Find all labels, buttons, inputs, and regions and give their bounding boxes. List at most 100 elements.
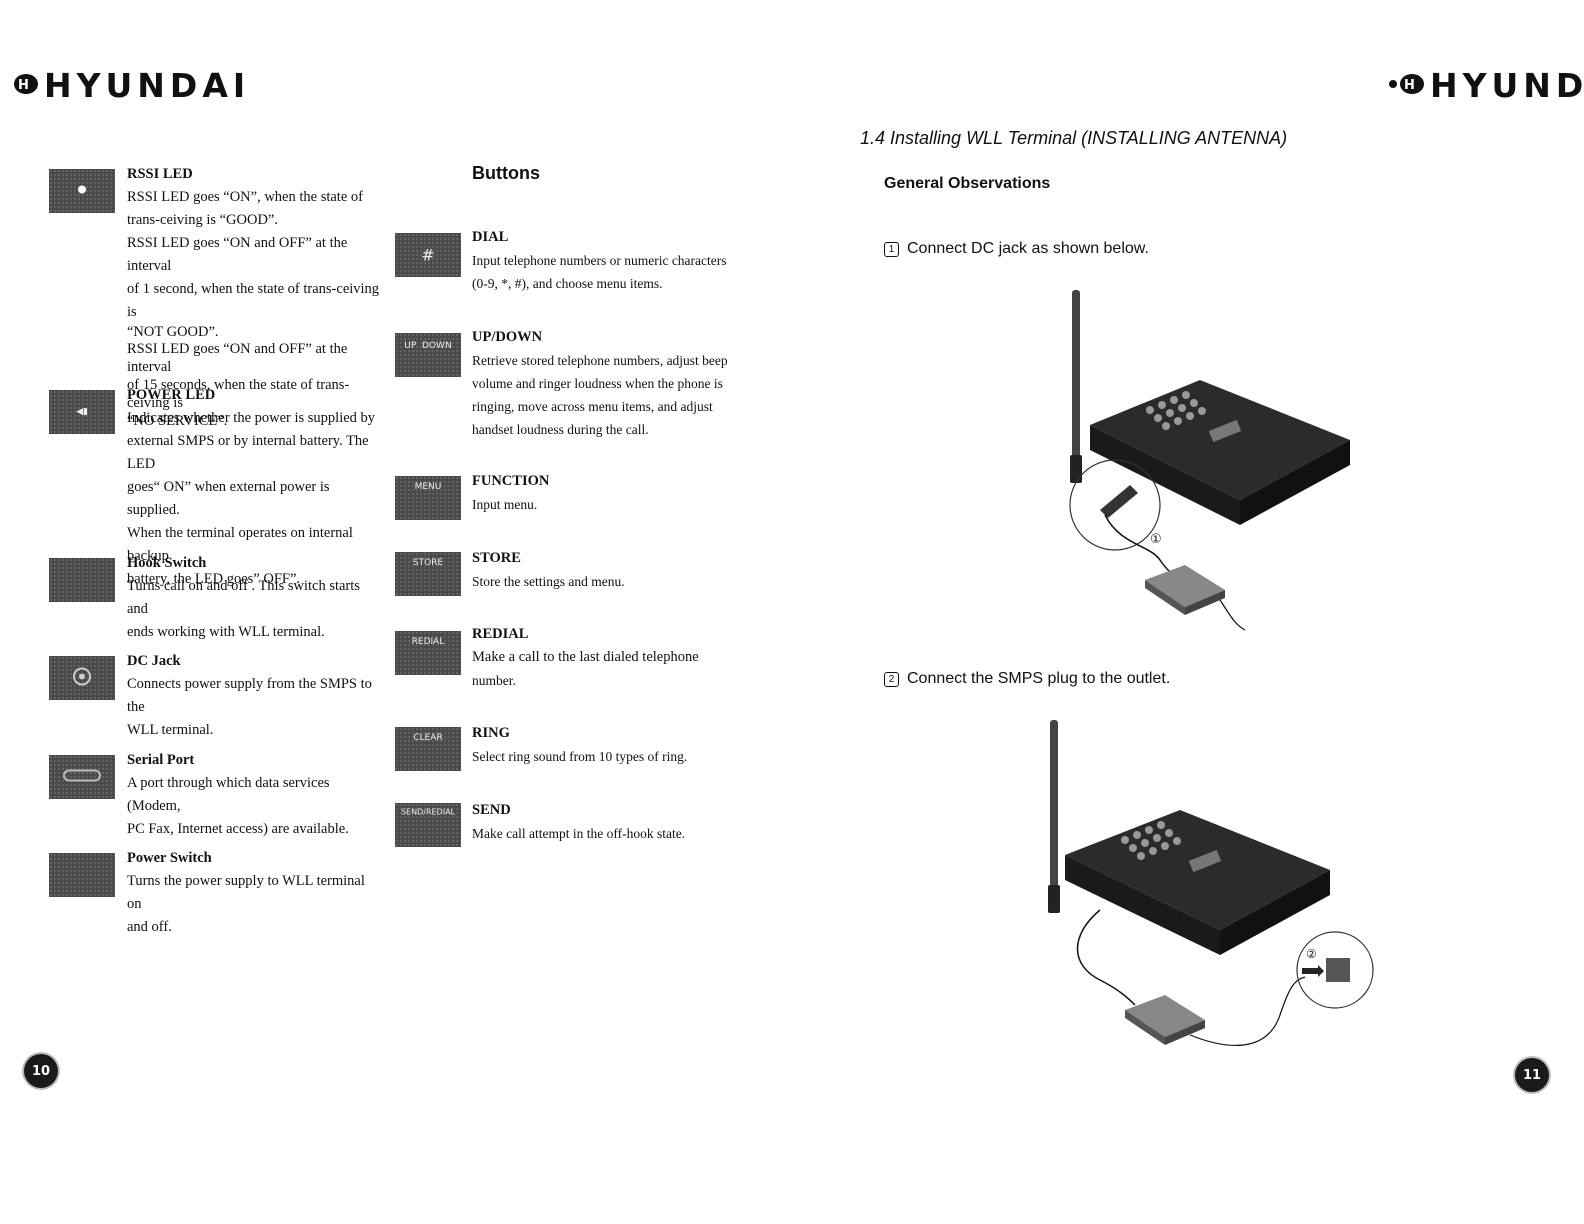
- function-button-thumbnail: MENU: [395, 476, 461, 520]
- redial-key-icon: REDIAL: [411, 637, 445, 647]
- desc-line: Store the settings and menu.: [472, 574, 625, 589]
- item-title: RING: [472, 725, 510, 741]
- desc-line: Input telephone numbers or numeric chara…: [472, 253, 727, 268]
- led-dot-icon: [77, 185, 87, 198]
- dc-jack-connection-illustration: ①: [1069, 290, 1350, 631]
- item-title: SEND: [472, 802, 511, 818]
- menu-key-icon: MENU: [414, 482, 442, 492]
- power-switch-thumbnail: [49, 853, 115, 897]
- desc-line: RSSI LED goes “ON”, when the state of: [127, 189, 363, 205]
- desc-line: handset loudness during the call.: [472, 422, 649, 437]
- svg-text:H: H: [18, 78, 34, 93]
- desc-line: ends working with WLL terminal.: [127, 624, 325, 640]
- dc-jack-description: DC Jack Connects power supply from the S…: [127, 650, 382, 742]
- item-title: Serial Port: [127, 752, 195, 768]
- hyundai-logo-right: H HYUNDA: [1388, 66, 1584, 105]
- item-title: STORE: [472, 550, 521, 566]
- hyundai-emblem-icon: H: [12, 66, 40, 105]
- function-description: FUNCTION Input menu.: [472, 470, 732, 516]
- power-led-description: POWER LED Indicates whether the power is…: [127, 384, 382, 591]
- up-down-button-thumbnail: UP DOWN: [395, 333, 461, 377]
- desc-line: RSSI LED goes “ON and OFF” at the interv…: [127, 341, 348, 375]
- up-down-description: UP/DOWN Retrieve stored telephone number…: [472, 326, 732, 441]
- power-led-thumbnail: ◀▮: [49, 390, 115, 434]
- desc-line: Make a call to the last dialed telephone: [472, 649, 699, 665]
- ring-description: RING Select ring sound from 10 types of …: [472, 722, 732, 768]
- general-observations-heading: General Observations: [884, 175, 1051, 192]
- up-down-keys-icon: UP DOWN: [404, 341, 452, 352]
- desc-line: Input menu.: [472, 497, 538, 512]
- desc-line: trans-ceiving is “GOOD”.: [127, 212, 278, 228]
- desc-line: Connects power supply from the SMPS to t…: [127, 676, 372, 715]
- step-2: 2 Connect the SMPS plug to the outlet.: [884, 670, 1170, 688]
- desc-line: Retrieve stored telephone numbers, adjus…: [472, 353, 728, 368]
- item-title: POWER LED: [127, 387, 216, 403]
- desc-line: number.: [472, 673, 516, 688]
- smps-outlet-illustration: ②: [1048, 720, 1374, 1046]
- step-text: Connect the SMPS plug to the outlet.: [907, 670, 1171, 687]
- desc-line: goes“ ON” when external power is supplie…: [127, 479, 330, 518]
- hook-switch-description: Hook Switch Turns call on and off . This…: [127, 552, 382, 644]
- rssi-led-thumbnail: [49, 169, 115, 213]
- serial-port-thumbnail: [49, 755, 115, 799]
- buttons-section-title: Buttons: [472, 163, 540, 183]
- desc-line: Turns the power supply to WLL terminal o…: [127, 873, 365, 912]
- desc-line: A port through which data services (Mode…: [127, 775, 330, 814]
- desc-line: WLL terminal.: [127, 722, 214, 738]
- store-key-icon: STORE: [412, 558, 444, 568]
- item-title: DIAL: [472, 229, 509, 245]
- hyundai-emblem-icon: H: [1388, 66, 1426, 105]
- callout-2: ②: [1306, 947, 1317, 961]
- item-title: UP/DOWN: [472, 329, 543, 345]
- redial-button-thumbnail: REDIAL: [395, 631, 461, 675]
- page-number-left: 10: [24, 1054, 58, 1088]
- dc-jack-icon: [72, 667, 92, 690]
- item-title: FUNCTION: [472, 473, 550, 489]
- desc-line: Turns call on and off . This switch star…: [127, 578, 360, 617]
- page-number-right: 11: [1515, 1058, 1549, 1092]
- dc-jack-thumbnail: [49, 656, 115, 700]
- item-title: Power Switch: [127, 850, 212, 866]
- desc-line: of 1 second, when the state of trans-cei…: [127, 281, 380, 320]
- item-title: RSSI LED: [127, 166, 193, 182]
- power-switch-description: Power Switch Turns the power supply to W…: [127, 847, 382, 939]
- desc-line: battery, the LED goes” OFF”.: [127, 571, 301, 587]
- item-title: REDIAL: [472, 626, 529, 642]
- redial-description: REDIAL Make a call to the last dialed te…: [472, 623, 732, 692]
- desc-line: RSSI LED goes “ON and OFF” at the interv…: [127, 235, 348, 274]
- item-title: Hook Switch: [127, 555, 207, 571]
- dial-description: DIAL Input telephone numbers or numeric …: [472, 226, 732, 295]
- clear-key-icon: CLEAR: [413, 733, 443, 743]
- hash-key-icon: #: [421, 245, 435, 265]
- ring-button-thumbnail: CLEAR: [395, 727, 461, 771]
- dial-button-thumbnail: #: [395, 233, 461, 277]
- step-number: 1: [884, 241, 899, 257]
- desc-line: PC Fax, Internet access) are available.: [127, 821, 349, 837]
- send-button-thumbnail: SEND/REDIAL: [395, 803, 461, 847]
- step-1: 1 Connect DC jack as shown below.: [884, 240, 1149, 258]
- rssi-led-description: RSSI LED RSSI LED goes “ON”, when the st…: [127, 163, 382, 430]
- desc-line: volume and ringer loudness when the phon…: [472, 376, 723, 391]
- logo-text: HYUNDA: [1430, 66, 1584, 105]
- hook-switch-thumbnail: [49, 558, 115, 602]
- serial-port-icon: [62, 768, 102, 787]
- desc-line: Select ring sound from 10 types of ring.: [472, 749, 688, 764]
- store-button-thumbnail: STORE: [395, 552, 461, 596]
- desc-line: external SMPS or by internal battery. Th…: [127, 433, 369, 472]
- section-heading: 1.4 Installing WLL Terminal (INSTALLING …: [860, 128, 1288, 148]
- svg-text:H: H: [1404, 78, 1420, 93]
- item-title: DC Jack: [127, 653, 181, 669]
- serial-port-description: Serial Port A port through which data se…: [127, 749, 382, 841]
- desc-line: (0-9, *, #), and choose menu items.: [472, 276, 663, 291]
- hyundai-logo-left: H HYUNDAI: [12, 66, 250, 105]
- desc-line: When the terminal operates on internal b…: [127, 525, 353, 564]
- desc-line: “NO SERVICE”.: [127, 413, 228, 429]
- send-description: SEND Make call attempt in the off-hook s…: [472, 799, 732, 845]
- power-led-icon: ◀▮: [76, 407, 88, 417]
- desc-line: of 15 seconds, when the state of trans-c…: [127, 377, 350, 411]
- desc-line: “NOT GOOD”.: [127, 324, 219, 340]
- desc-line: and off.: [127, 919, 172, 935]
- desc-line: Make call attempt in the off-hook state.: [472, 826, 686, 841]
- store-description: STORE Store the settings and menu.: [472, 547, 732, 593]
- step-number: 2: [884, 671, 899, 687]
